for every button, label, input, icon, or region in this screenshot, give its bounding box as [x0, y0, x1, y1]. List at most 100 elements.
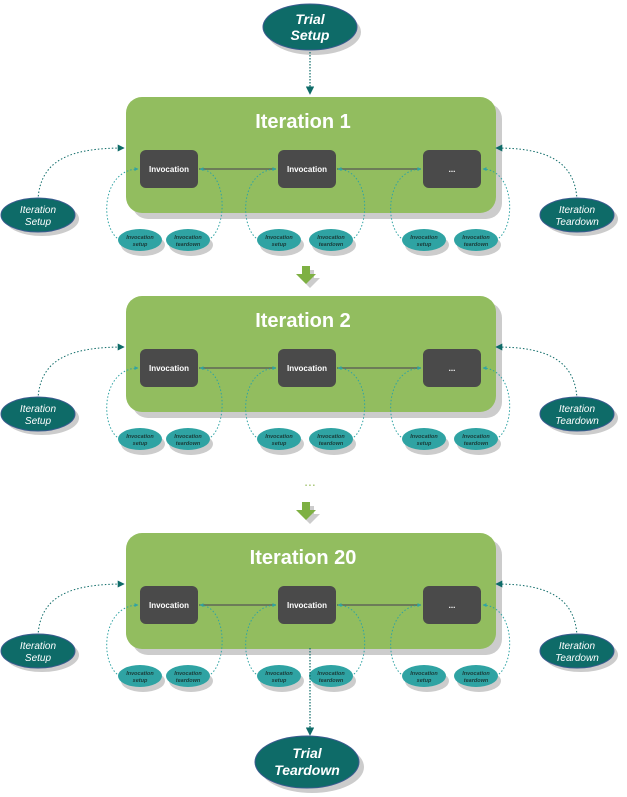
- node-label: setup: [272, 678, 287, 684]
- invocation-label: Invocation: [287, 601, 327, 610]
- invocation-setup-link: [245, 366, 277, 440]
- invocation-label: Invocation: [287, 364, 327, 373]
- invocation-box: [423, 586, 481, 624]
- node-label: Invocation: [265, 434, 293, 440]
- node-label: setup: [272, 242, 287, 248]
- node-label: Invocation: [174, 671, 202, 677]
- node-label: Invocation: [317, 434, 345, 440]
- invocation-teardown-link: [199, 366, 223, 440]
- invocation-box: [423, 349, 481, 387]
- invocation-box: [140, 349, 198, 387]
- iteration-title: Iteration 1: [255, 111, 351, 133]
- node-label: setup: [417, 441, 432, 447]
- iteration-teardown-link: [495, 144, 578, 201]
- trial-teardown-label-1: Trial: [292, 745, 322, 761]
- invocation-teardown-link: [337, 603, 366, 677]
- invocation-label: ...: [449, 601, 456, 610]
- invocation-setup-link: [106, 167, 139, 241]
- node-label: setup: [417, 242, 432, 248]
- node-label: Invocation: [462, 434, 490, 440]
- node-label: Setup: [25, 653, 52, 664]
- invocation-box: [140, 586, 198, 624]
- invocation-setup-link: [390, 603, 422, 677]
- node-label: Invocation: [126, 434, 154, 440]
- invocation-label: Invocation: [287, 165, 327, 174]
- iteration-setup-link: [37, 580, 125, 637]
- invocation-box: [278, 150, 336, 188]
- node-label: teardown: [319, 441, 344, 447]
- invocation-teardown-link: [337, 366, 366, 440]
- trial-setup-label-1: Trial: [295, 11, 325, 27]
- invocation-setup-link: [106, 603, 139, 677]
- trial-setup-node: Trial Setup: [262, 3, 361, 55]
- next-iteration-arrow: [296, 502, 320, 524]
- node-label: Invocation: [410, 235, 438, 241]
- node-label: Invocation: [265, 671, 293, 677]
- invocation-box: [140, 150, 198, 188]
- node-label: teardown: [464, 242, 489, 248]
- node-label: Teardown: [555, 653, 599, 664]
- invocation-setup-link: [390, 167, 422, 241]
- node-label: teardown: [319, 678, 344, 684]
- invocation-setup-link: [390, 366, 422, 440]
- invocation-teardown-link: [199, 603, 223, 677]
- iteration-title: Iteration 20: [250, 547, 357, 569]
- node-label: Invocation: [462, 235, 490, 241]
- iteration-teardown-link: [495, 580, 578, 637]
- node-label: setup: [133, 678, 148, 684]
- node-label: teardown: [319, 242, 344, 248]
- node-label: Invocation: [317, 671, 345, 677]
- invocation-teardown-link: [337, 167, 366, 241]
- node-label: Iteration: [559, 641, 596, 652]
- invocation-label: Invocation: [149, 601, 189, 610]
- node-label: Iteration: [20, 641, 57, 652]
- invocation-setup-link: [245, 167, 277, 241]
- node-label: Invocation: [126, 235, 154, 241]
- node-label: Invocation: [462, 671, 490, 677]
- node-label: teardown: [464, 441, 489, 447]
- invocation-box: [278, 349, 336, 387]
- node-label: setup: [272, 441, 287, 447]
- node-label: Teardown: [555, 217, 599, 228]
- next-iteration-arrow: [296, 266, 320, 288]
- iteration-setup-link: [37, 343, 125, 400]
- trial-setup-label-2: Setup: [291, 27, 330, 43]
- node-label: Iteration: [20, 404, 57, 415]
- invocation-label: ...: [449, 364, 456, 373]
- invocation-label: Invocation: [149, 364, 189, 373]
- invocation-teardown-link: [482, 603, 511, 677]
- node-label: Invocation: [410, 671, 438, 677]
- invocation-teardown-link: [482, 366, 511, 440]
- invocation-setup-link: [106, 366, 139, 440]
- node-label: Invocation: [126, 671, 154, 677]
- node-label: Iteration: [20, 205, 57, 216]
- node-label: Invocation: [317, 235, 345, 241]
- node-label: Iteration: [559, 205, 596, 216]
- invocation-label: ...: [449, 165, 456, 174]
